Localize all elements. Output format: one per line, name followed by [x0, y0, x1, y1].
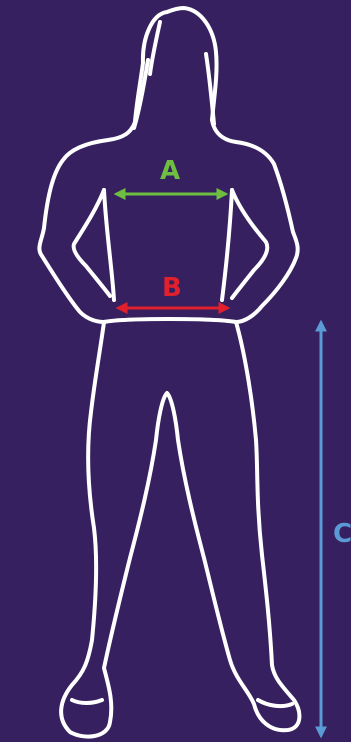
body-silhouette — [39, 8, 299, 737]
label-b: B — [162, 275, 182, 301]
label-a: A — [160, 158, 180, 184]
label-c: C — [333, 521, 351, 547]
